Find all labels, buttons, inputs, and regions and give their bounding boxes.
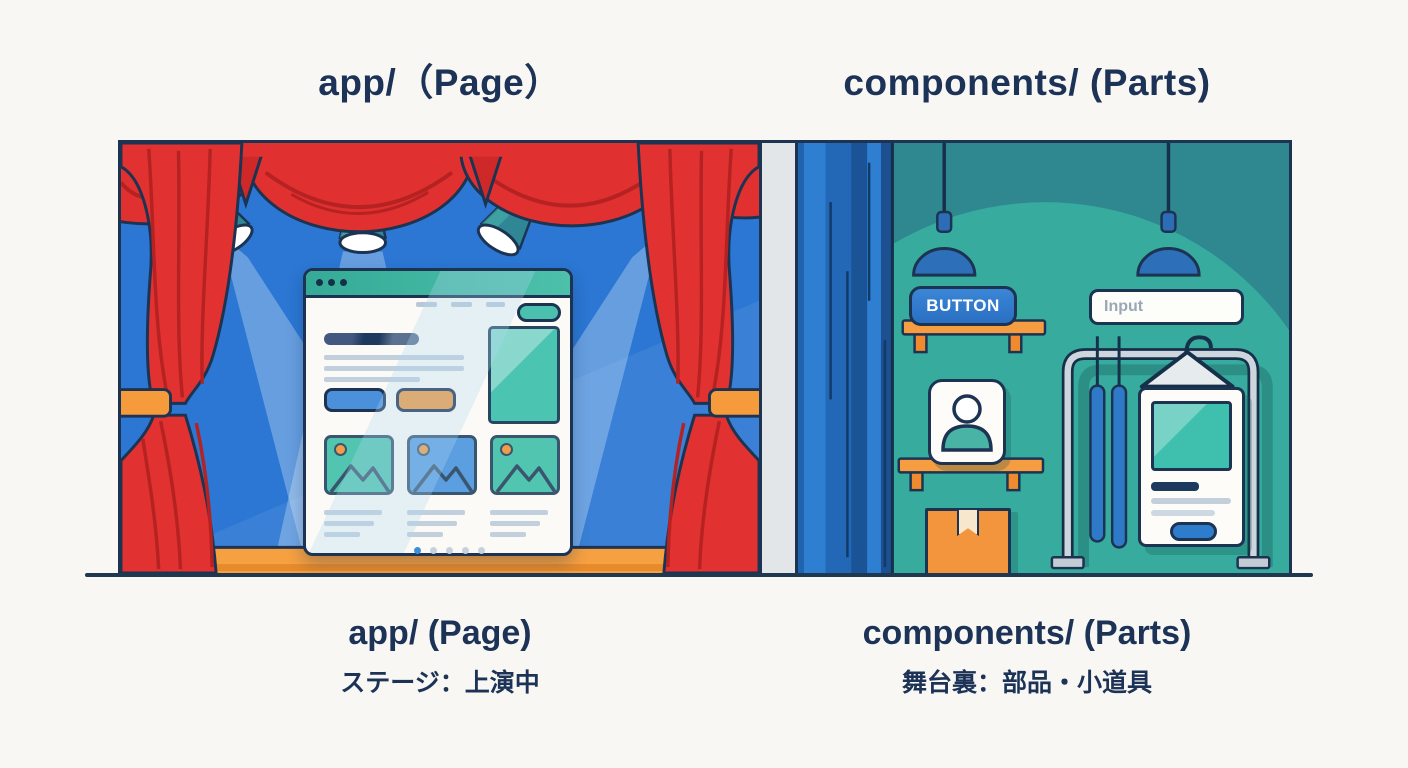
caption-line-placeholder — [407, 521, 457, 526]
curtain-tieback — [121, 388, 173, 418]
ground-line — [85, 573, 1313, 577]
pagination-dot-active — [414, 547, 421, 554]
box-ribbon-icon — [957, 510, 979, 536]
title-app-page: app/（Page） — [318, 62, 562, 103]
pagination-dot — [446, 547, 453, 554]
pendant-lamp-icon — [1136, 143, 1201, 277]
caption-line-placeholder — [407, 532, 443, 537]
hero-image-placeholder — [488, 326, 560, 424]
pagination-dot — [462, 547, 469, 554]
caption-title: app/ (Page) — [348, 614, 532, 652]
text-line-placeholder — [324, 355, 464, 360]
caption-subtitle: ステージ：上演中 — [340, 669, 540, 697]
caption-app-page: app/ (Page) ステージ：上演中 — [118, 614, 762, 699]
mountains-icon — [412, 464, 474, 492]
illustrated-button: BUTTON — [909, 286, 1017, 326]
browser-window-mockup — [303, 268, 573, 556]
panel-gap — [762, 140, 795, 576]
mountains-icon — [495, 464, 557, 492]
template-headline-placeholder — [1151, 482, 1199, 491]
nav-link-placeholder — [451, 302, 472, 307]
caption-line-placeholder — [490, 510, 548, 515]
stage-panel — [118, 140, 762, 576]
mountains-icon — [329, 464, 391, 492]
sun-icon — [500, 443, 513, 456]
image-card — [490, 435, 560, 495]
window-dot-icon — [328, 279, 335, 286]
user-avatar-icon — [941, 394, 993, 452]
caption-subtitle: 舞台裏：部品・小道具 — [901, 669, 1152, 697]
image-card — [407, 435, 477, 495]
title-components-parts: components/ (Parts) — [843, 62, 1211, 103]
cta-button-placeholder — [517, 303, 561, 322]
window-dot-icon — [340, 279, 347, 286]
window-dot-icon — [316, 279, 323, 286]
browser-title-bar — [306, 271, 570, 298]
caption-line-placeholder — [324, 521, 374, 526]
stage-curtain-right — [636, 143, 759, 573]
hanger-icon — [1139, 335, 1235, 389]
backstage-panel: BUTTON — [795, 140, 1292, 576]
nav-link-placeholder — [486, 302, 505, 307]
template-text-line — [1151, 510, 1215, 516]
pagination-dot — [478, 547, 485, 554]
sun-icon — [417, 443, 430, 456]
caption-line-placeholder — [324, 532, 360, 537]
caption-line-placeholder — [490, 532, 526, 537]
headline-placeholder — [324, 333, 419, 345]
sun-icon — [334, 443, 347, 456]
avatar-card — [928, 379, 1006, 465]
image-card — [324, 435, 394, 495]
backstage-curtain — [798, 143, 894, 573]
primary-button-placeholder — [324, 388, 386, 412]
illustration: BUTTON — [118, 140, 1292, 576]
text-line-placeholder — [324, 366, 464, 371]
template-button-placeholder — [1170, 522, 1217, 541]
caption-title: components/ (Parts) — [862, 614, 1192, 652]
secondary-button-placeholder — [396, 388, 456, 412]
nav-link-placeholder — [416, 302, 437, 307]
caption-line-placeholder — [490, 521, 540, 526]
stage-curtain-left — [121, 143, 244, 573]
text-line-placeholder — [324, 377, 420, 382]
pagination-dot — [430, 547, 437, 554]
template-text-line — [1151, 498, 1231, 504]
illustrated-button-label: BUTTON — [926, 296, 1000, 315]
illustrated-input — [1089, 289, 1244, 325]
pendant-lamp-icon — [912, 143, 977, 277]
curtain-tieback — [707, 388, 759, 418]
caption-components-parts: components/ (Parts) 舞台裏：部品・小道具 — [762, 614, 1292, 699]
hanging-template-card — [1138, 387, 1245, 547]
props-box — [925, 508, 1011, 573]
template-image-placeholder — [1151, 401, 1232, 471]
caption-line-placeholder — [407, 510, 465, 515]
caption-line-placeholder — [324, 510, 382, 515]
hanging-straps — [1089, 336, 1128, 549]
